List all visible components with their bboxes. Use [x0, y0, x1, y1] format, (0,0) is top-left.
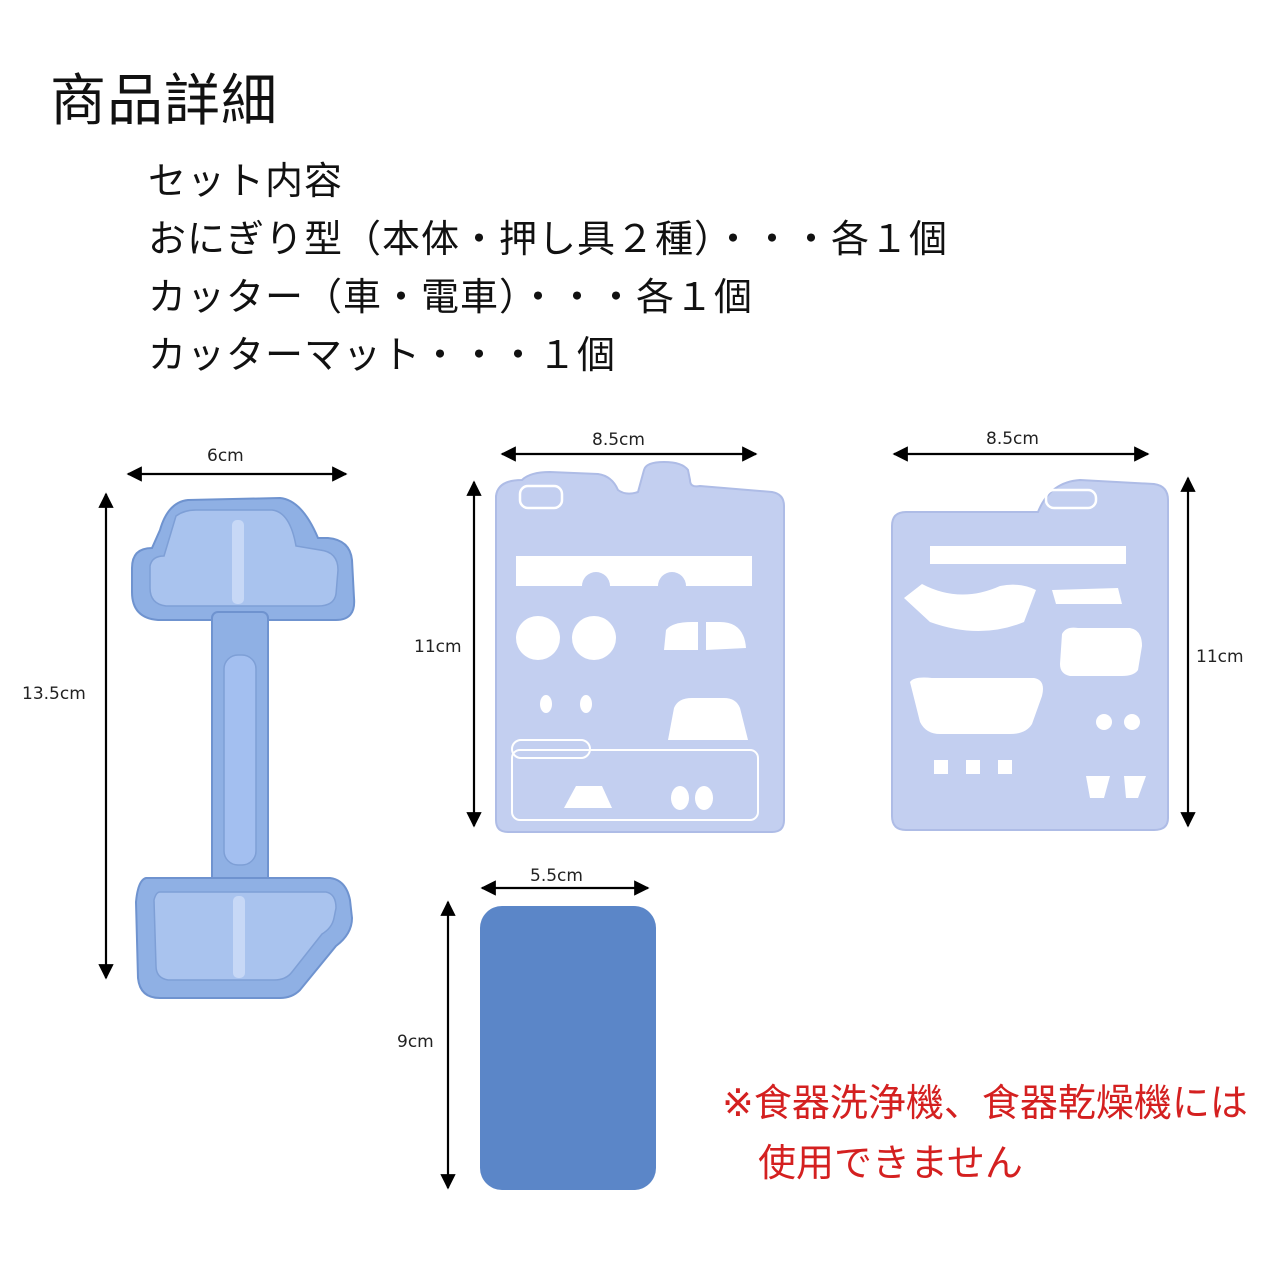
dishwasher-notice-line1: ※食器洗浄機、食器乾燥機には	[722, 1081, 1248, 1125]
mold-height-label: 13.5cm	[22, 684, 86, 704]
set-line-cutter: カッター（車・電車）・・・各１個	[148, 275, 754, 319]
set-heading: セット内容	[148, 159, 344, 203]
dimension-arrows	[98, 446, 1196, 1190]
train-cutter-width-label: 8.5cm	[986, 429, 1039, 449]
car-cutter-height-label: 11cm	[414, 637, 462, 657]
train-cutter-height-label: 11cm	[1196, 647, 1244, 667]
set-line-mat: カッターマット・・・１個	[148, 333, 617, 377]
car-cutter-width-label: 8.5cm	[592, 430, 645, 450]
mat-width-label: 5.5cm	[530, 866, 583, 886]
car-cutter	[495, 460, 785, 833]
train-cutter	[891, 478, 1169, 831]
page-title: 商品詳細	[50, 69, 278, 134]
onigiri-mold	[131, 496, 356, 999]
dishwasher-notice-line2: 使用できません	[758, 1141, 1023, 1185]
cutter-mat	[480, 906, 656, 1190]
mat-height-label: 9cm	[397, 1032, 434, 1052]
set-line-onigiri: おにぎり型（本体・押し具２種）・・・各１個	[148, 217, 949, 261]
mold-width-label: 6cm	[207, 446, 244, 466]
